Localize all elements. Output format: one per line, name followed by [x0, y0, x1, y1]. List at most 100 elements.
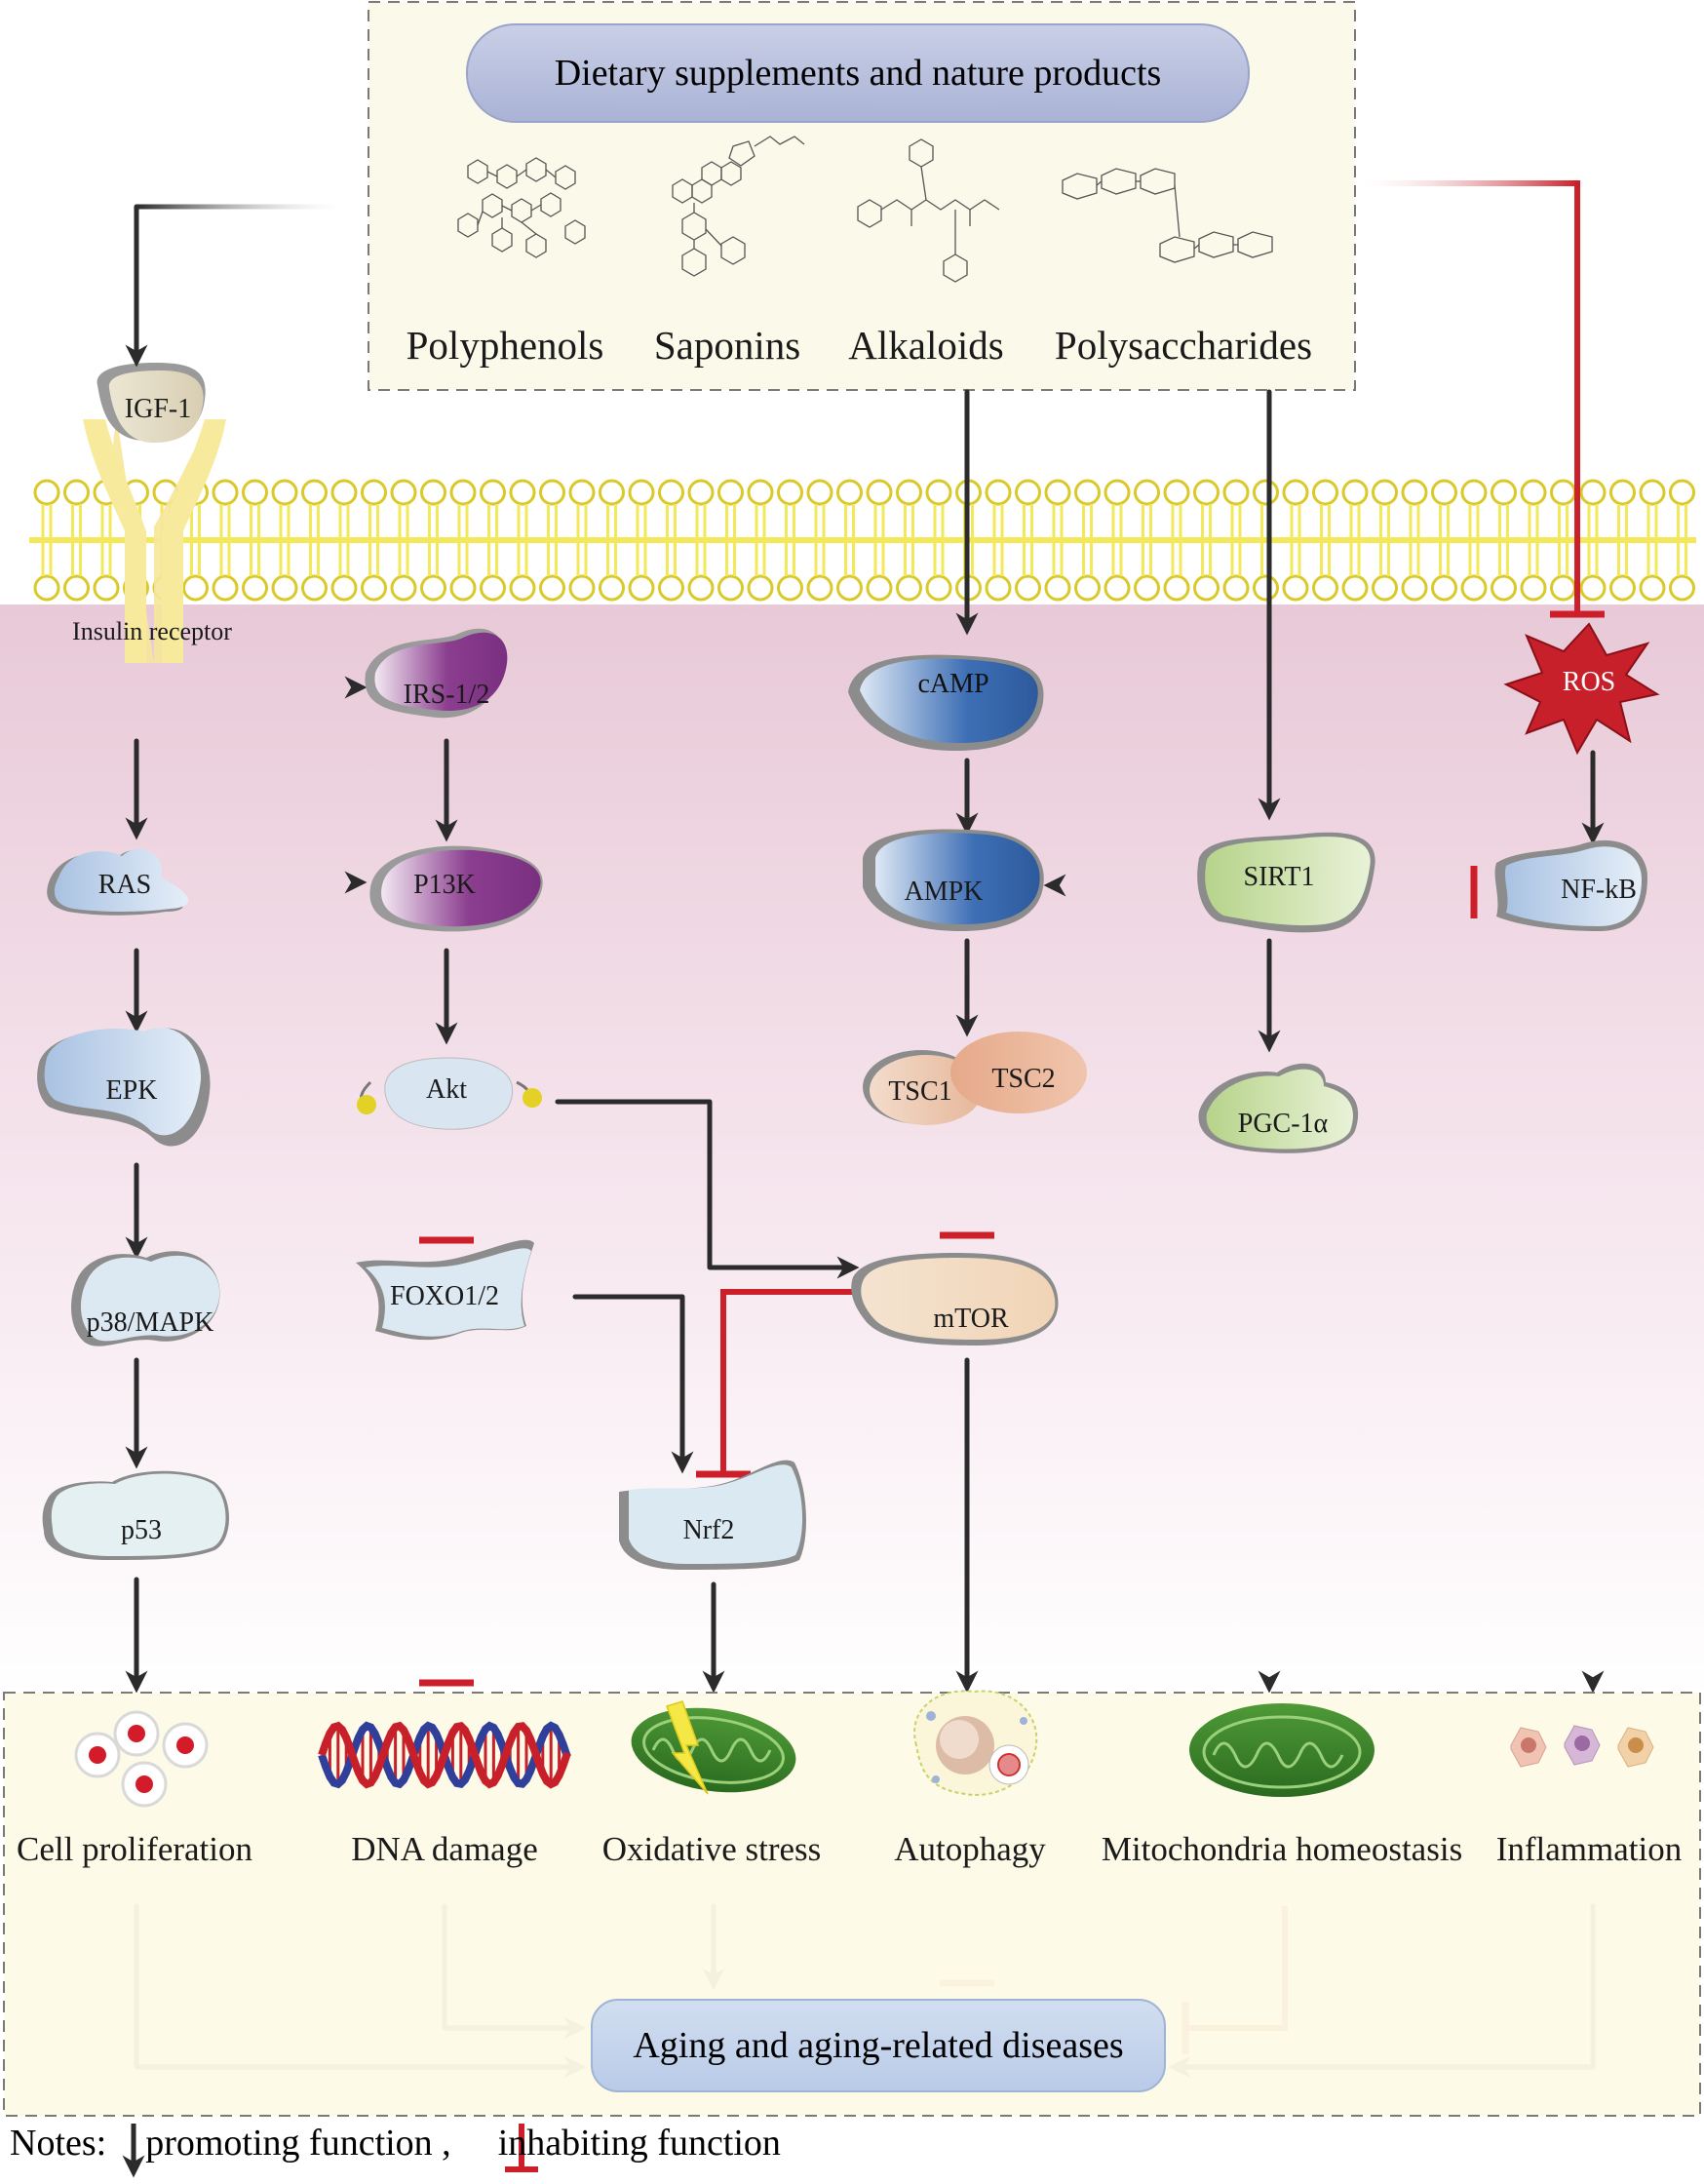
lipid-head	[330, 574, 358, 602]
lipid-head	[509, 479, 536, 506]
lipid-head	[1401, 574, 1428, 602]
lipid-head	[1104, 479, 1131, 506]
label-inflammation: Inflammation	[1495, 1830, 1683, 1868]
lipid-head	[1460, 479, 1488, 506]
lipid-head	[866, 479, 893, 506]
legend-promoting-label: promoting function ,	[145, 2123, 451, 2164]
lipid-head	[301, 479, 328, 506]
ros-starburst-icon	[1503, 622, 1660, 756]
edge-mtor-inhibit-nrf2	[720, 1289, 858, 1472]
lipid-head	[1312, 479, 1338, 506]
result-banner: Aging and aging-related diseases	[591, 1999, 1166, 2092]
lipid-head	[1639, 574, 1666, 602]
dna-strand	[318, 1721, 571, 1789]
lipid-head	[63, 574, 90, 602]
igf-1-ligand-icon	[97, 363, 206, 443]
label-pi3k: P13K	[413, 870, 476, 900]
lipid-head	[1134, 479, 1160, 506]
cytoplasm-region	[0, 604, 1704, 1696]
lipid-head	[1639, 479, 1666, 506]
label-camp: cAMP	[917, 669, 989, 699]
legend-prefix: Notes:	[10, 2123, 107, 2164]
lipid-head	[1134, 574, 1160, 602]
legend-inhibiting-label: inhabiting function	[497, 2123, 781, 2164]
polysaccharide-structure-icon	[1062, 168, 1273, 263]
saponin-structure-icon	[672, 136, 805, 277]
lipid-head	[480, 574, 506, 602]
akt-protein	[357, 1057, 542, 1130]
lipid-head	[1491, 574, 1517, 602]
legend-inhibiting-bar-icon	[505, 2124, 538, 2172]
lipid-head	[361, 479, 387, 506]
lipid-head	[747, 479, 774, 506]
lipid-head	[212, 479, 239, 506]
p53-protein	[42, 1470, 230, 1560]
legend-notes: Notes: promoting function , inhabiting fun…	[10, 2122, 781, 2164]
lipid-head	[1550, 574, 1576, 602]
lipid-head	[717, 574, 744, 602]
label-cell-proliferation: Cell proliferation	[16, 1830, 253, 1868]
lipid-head	[866, 574, 893, 602]
lipid-head	[806, 479, 833, 506]
label-foxo1-2: FOXO1/2	[389, 1281, 500, 1311]
label-p53: p53	[121, 1515, 162, 1545]
label-irs-1-2: IRS-1/2	[403, 680, 490, 710]
lipid-head	[1460, 574, 1488, 602]
lipid-head	[687, 479, 715, 506]
inflammation-cells-icon	[1510, 1725, 1654, 1768]
lipid-head	[1669, 479, 1695, 506]
lipid-head	[1074, 574, 1101, 602]
lipid-head	[1222, 574, 1250, 602]
label-aging-diseases: Aging and aging-related diseases	[633, 2025, 1124, 2066]
lipid-head	[390, 574, 417, 602]
label-igf-1: IGF-1	[124, 394, 192, 424]
ras-protein	[47, 848, 189, 916]
lipid-head	[568, 479, 596, 506]
foxo1-2-protein	[356, 1239, 534, 1341]
lipid-head	[509, 574, 536, 602]
lipid-head	[1222, 479, 1250, 506]
sirt1-protein	[1197, 832, 1375, 933]
alkaloid-structure-icon	[857, 138, 1000, 283]
label-mitochondria-homeostasis: Mitochondria homeostasis	[1101, 1830, 1463, 1868]
lipid-head	[717, 479, 744, 506]
lipid-head	[1282, 574, 1309, 602]
diagram-title: Dietary supplements and nature products	[554, 53, 1162, 94]
lipid-head	[1491, 479, 1517, 506]
insulin-receptor-icon	[83, 419, 226, 663]
label-pgc-1a: PGC-1α	[1237, 1109, 1329, 1139]
oxidative-stress-mitochondria-icon	[631, 1700, 796, 1795]
title-banner: Dietary supplements and nature products	[466, 23, 1250, 123]
edge-compounds-inhibit-ros	[1365, 180, 1580, 612]
label-nf-kb: NF-kB	[1561, 875, 1637, 905]
nf-kb-protein	[1494, 839, 1647, 931]
lipid-head	[212, 574, 239, 602]
lipid-head	[925, 574, 952, 602]
lipid-head	[1579, 479, 1607, 506]
lipid-head	[896, 479, 922, 506]
lipid-head	[242, 574, 268, 602]
tsc2-protein	[950, 1032, 1087, 1113]
cell-membrane	[29, 479, 1696, 602]
lipid-head	[1341, 574, 1369, 602]
label-polyphenols: Polyphenols	[406, 323, 604, 368]
edge-foxo-to-nrf2	[572, 1294, 694, 1474]
label-tsc1: TSC1	[888, 1076, 952, 1107]
label-mtor: mTOR	[933, 1304, 1009, 1334]
label-epk: EPK	[105, 1075, 158, 1106]
lipid-head	[539, 574, 565, 602]
lipid-head	[449, 479, 477, 506]
lipid-head	[1282, 479, 1309, 506]
lipid-head	[1253, 574, 1279, 602]
irs-1-2-protein	[365, 628, 508, 719]
lipid-head	[687, 574, 715, 602]
lipid-head	[628, 574, 655, 602]
mtor-protein	[851, 1253, 1059, 1346]
lipid-head	[361, 574, 387, 602]
lipid-head	[925, 479, 952, 506]
pgc-1a-protein	[1198, 1063, 1359, 1153]
lipid-head	[93, 574, 120, 602]
lipid-head	[1193, 479, 1220, 506]
lipid-head	[1372, 574, 1398, 602]
lipid-head	[1609, 574, 1636, 602]
